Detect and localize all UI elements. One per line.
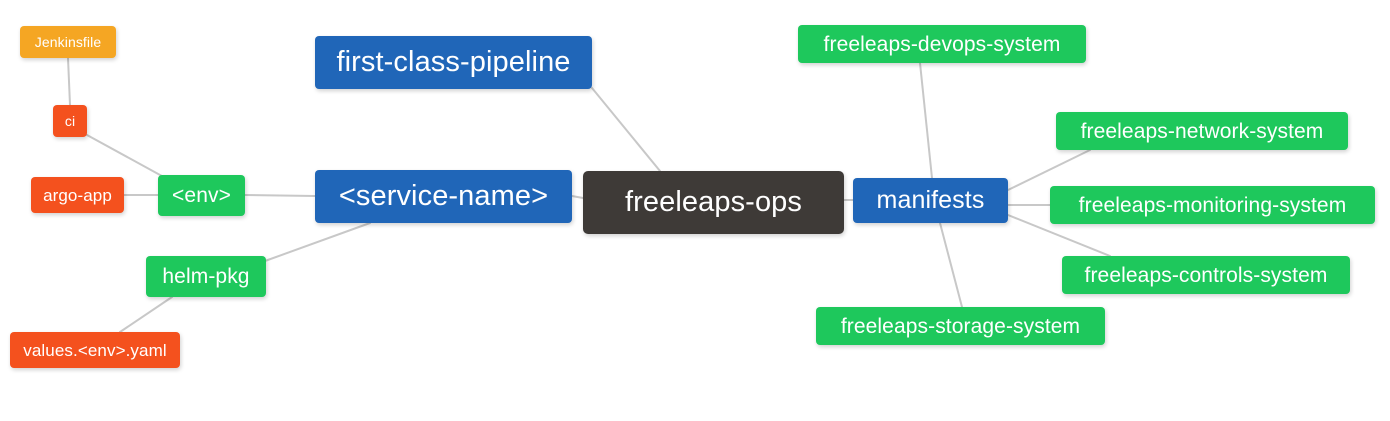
node-network-system[interactable]: freeleaps-network-system [1056, 112, 1348, 150]
node-storage-system[interactable]: freeleaps-storage-system [816, 307, 1105, 345]
edge-manifests-to-network-system [1007, 149, 1091, 191]
node-jenkinsfile[interactable]: Jenkinsfile [20, 26, 116, 58]
edge-first-class-to-freeleaps-ops [591, 87, 661, 172]
edge-helm-pkg-to-service-name [264, 222, 371, 262]
node-service-name[interactable]: <service-name> [315, 170, 572, 223]
edge-manifests-to-devops-system [919, 62, 933, 179]
node-values-yaml[interactable]: values.<env>.yaml [10, 332, 180, 368]
edge-manifests-to-storage-system [939, 222, 963, 308]
edge-env-to-service-name [244, 194, 316, 197]
node-helm-pkg[interactable]: helm-pkg [146, 256, 266, 297]
node-argo-app[interactable]: argo-app [31, 177, 124, 213]
node-monitoring-system[interactable]: freeleaps-monitoring-system [1050, 186, 1375, 224]
edge-jenkinsfile-to-ci [67, 57, 71, 106]
edge-service-name-to-freeleaps-ops [571, 195, 584, 199]
node-controls-system[interactable]: freeleaps-controls-system [1062, 256, 1350, 294]
edge-values-yaml-to-helm-pkg [119, 296, 173, 333]
node-first-class[interactable]: first-class-pipeline [315, 36, 592, 89]
node-devops-system[interactable]: freeleaps-devops-system [798, 25, 1086, 63]
node-ci[interactable]: ci [53, 105, 87, 137]
node-env[interactable]: <env> [158, 175, 245, 216]
node-freeleaps-ops[interactable]: freeleaps-ops [583, 171, 844, 234]
node-manifests[interactable]: manifests [853, 178, 1008, 223]
edge-ci-to-env [86, 134, 172, 182]
